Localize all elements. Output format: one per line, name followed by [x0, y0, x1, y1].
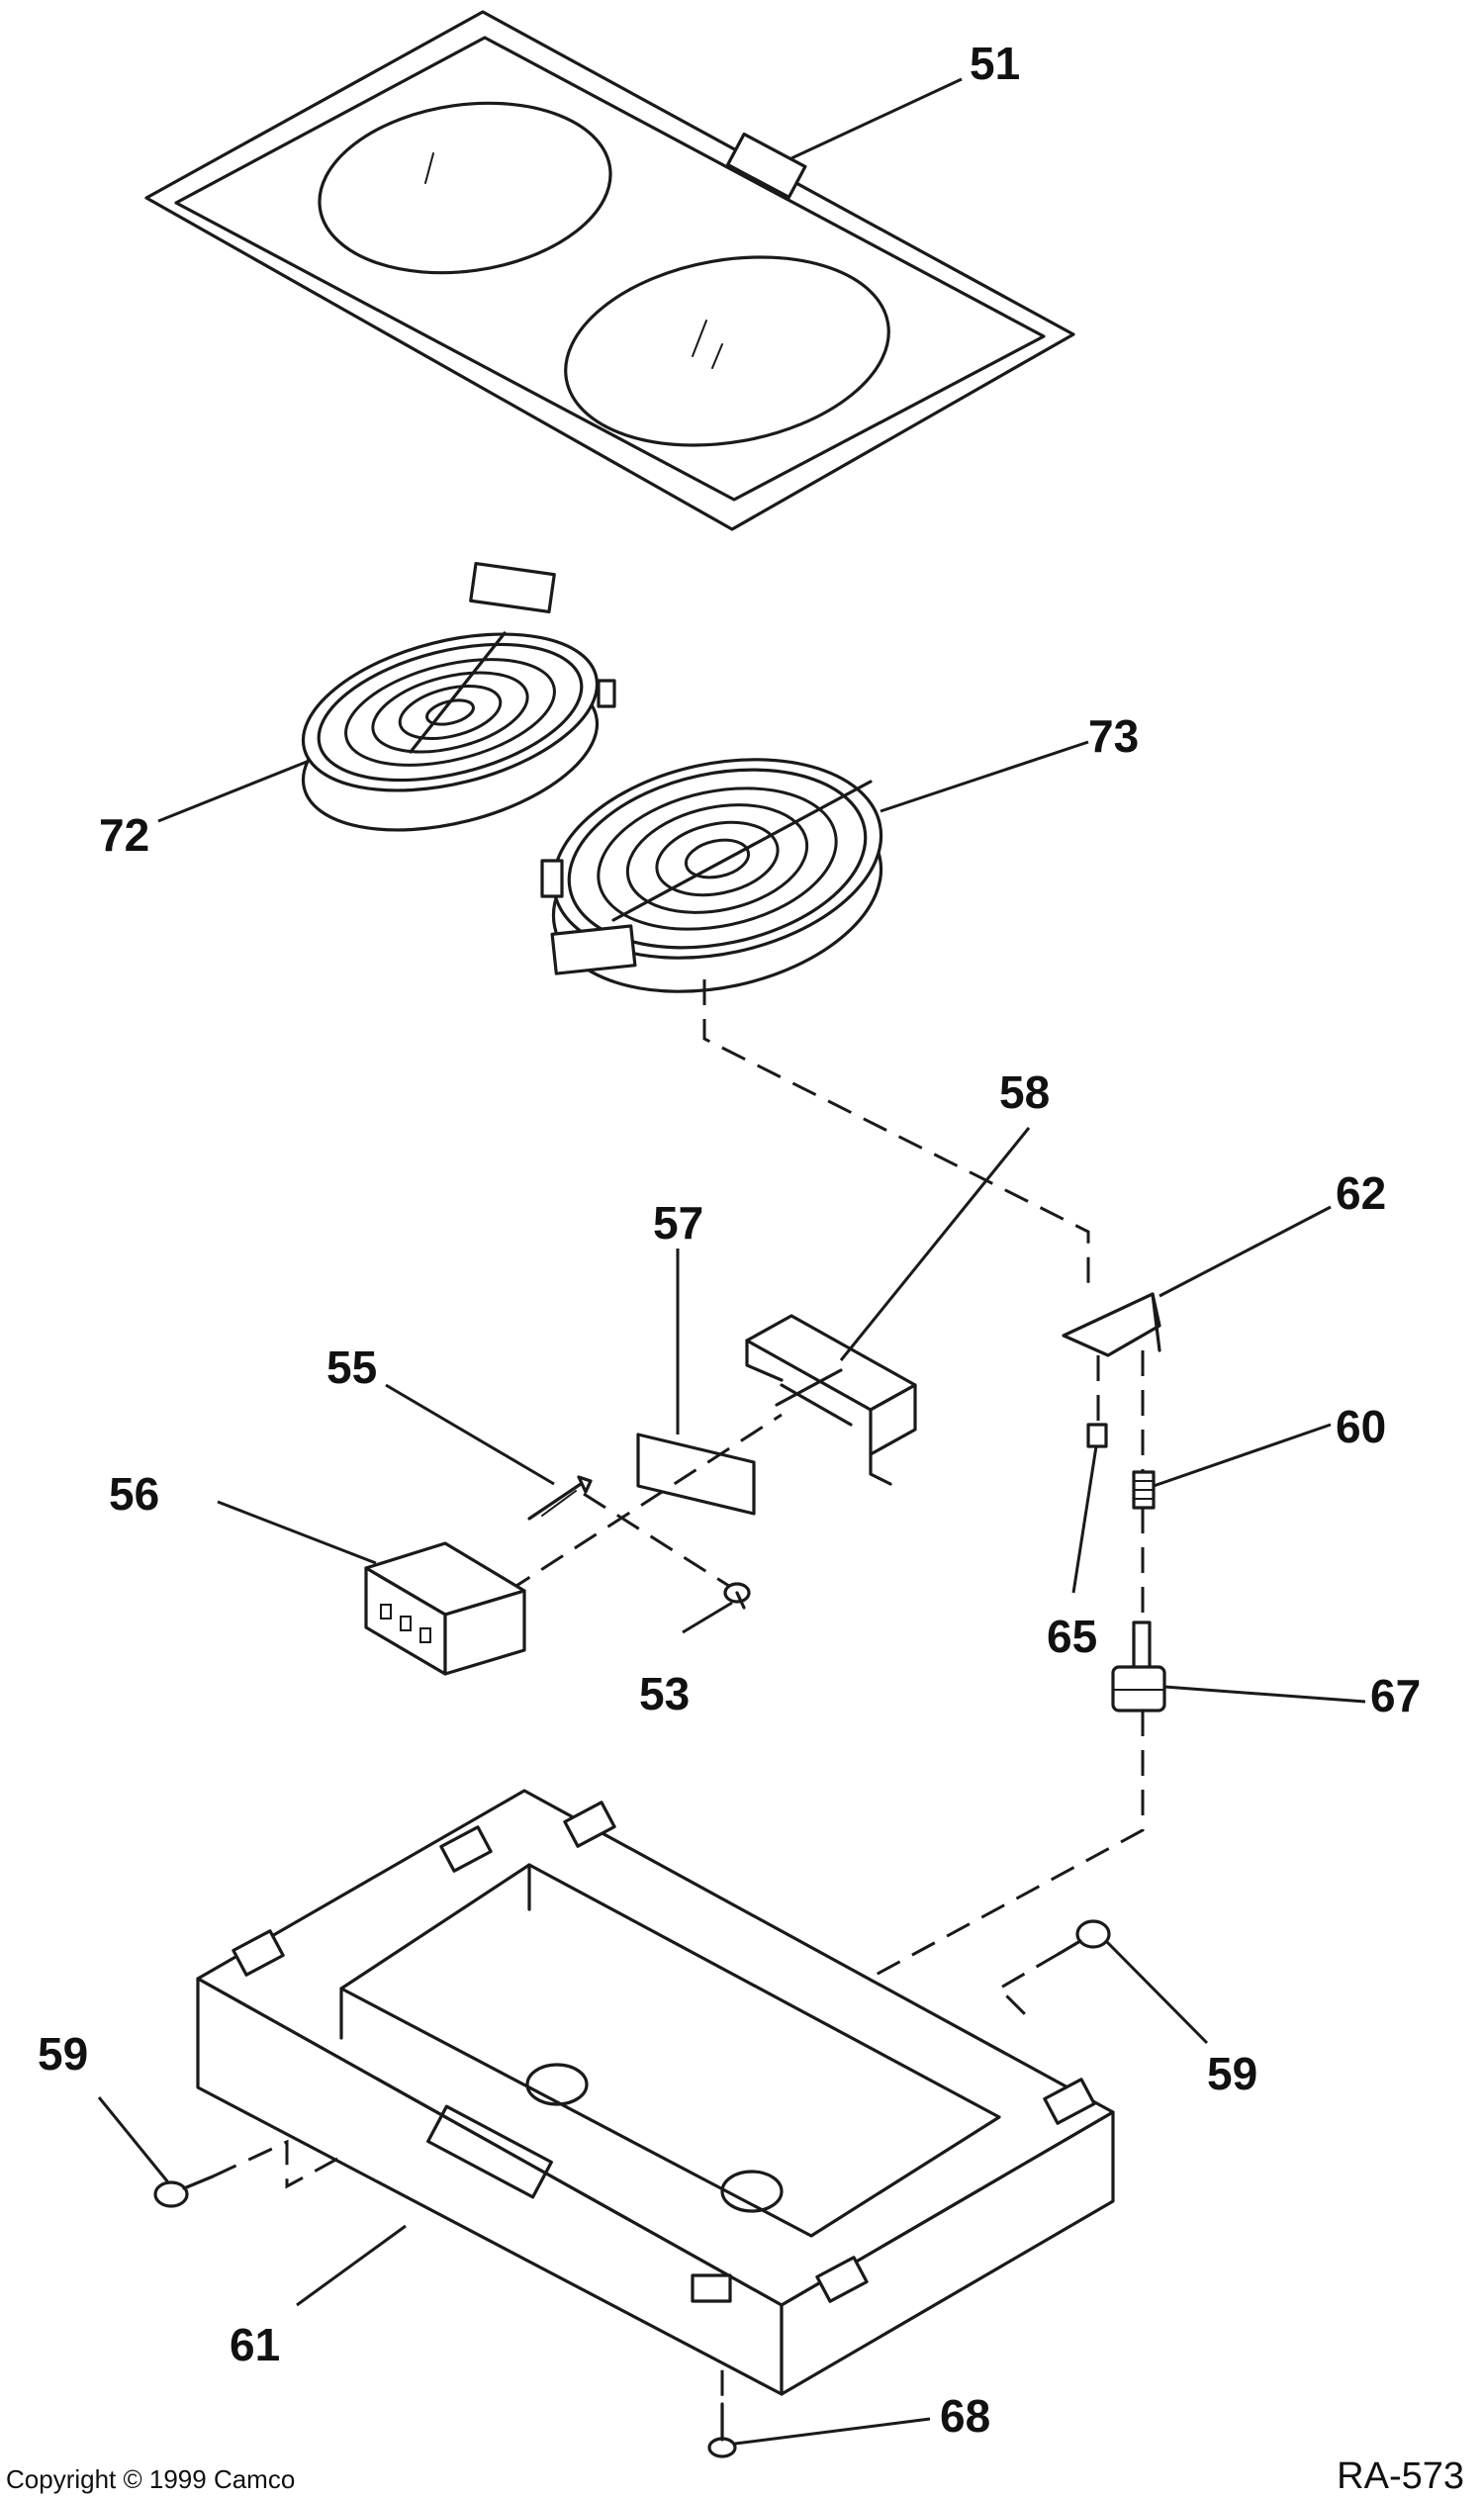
copyright-notice: Copyright © 1999 Camco: [6, 2464, 295, 2494]
assembly-path-left-screw: [212, 2139, 342, 2189]
callout-62: 62: [1336, 1167, 1386, 1219]
callout-55: 55: [326, 1342, 377, 1393]
assembly-path-right-screw: [996, 1952, 1060, 2020]
callout-73: 73: [1088, 710, 1139, 762]
large-radiant-element: [540, 758, 883, 993]
leader-lines: [97, 77, 1366, 2446]
callout-68: 68: [940, 2390, 990, 2442]
callout-53: 53: [639, 1668, 690, 1719]
screw-55: [527, 1475, 593, 1521]
callout-51: 51: [970, 38, 1020, 89]
switch-bracket: [745, 1314, 917, 1486]
screw-68: [707, 2402, 737, 2458]
indicator-light-housing: [364, 1541, 526, 1676]
assembly-path-element-to-bracket: [702, 979, 1090, 1286]
callout-57: 57: [653, 1197, 703, 1249]
spring-60: [1132, 1470, 1156, 1510]
drawing-id: RA-573: [1337, 2455, 1464, 2497]
assembly-path-screw: [583, 1492, 733, 1590]
callout-59-right: 59: [1207, 2048, 1257, 2099]
assembly-path-switch: [474, 1413, 783, 1615]
small-radiant-element: [301, 562, 616, 832]
callout-60: 60: [1336, 1401, 1386, 1452]
callout-59-left: 59: [38, 2028, 88, 2080]
switch-plate: [636, 1433, 756, 1516]
burner-box: [196, 1789, 1115, 2396]
glass-cooktop: [144, 10, 1075, 531]
callout-58: 58: [999, 1066, 1050, 1118]
leveling-foot: [1111, 1620, 1166, 1712]
callout-72: 72: [99, 809, 149, 861]
callout-67: 67: [1370, 1670, 1421, 1721]
callout-61: 61: [230, 2319, 280, 2370]
corner-bracket: [1062, 1292, 1161, 1357]
callout-65: 65: [1047, 1611, 1097, 1662]
callout-labels: 51 72 73 58 62 57 55 60 56 65 53 67 59 5…: [38, 38, 1421, 2442]
screw-53: [723, 1582, 751, 1610]
callout-56: 56: [109, 1468, 159, 1520]
screw-59-left: [153, 2175, 215, 2208]
screw-59-right: [1057, 1919, 1111, 1956]
screw-65: [1086, 1423, 1108, 1448]
